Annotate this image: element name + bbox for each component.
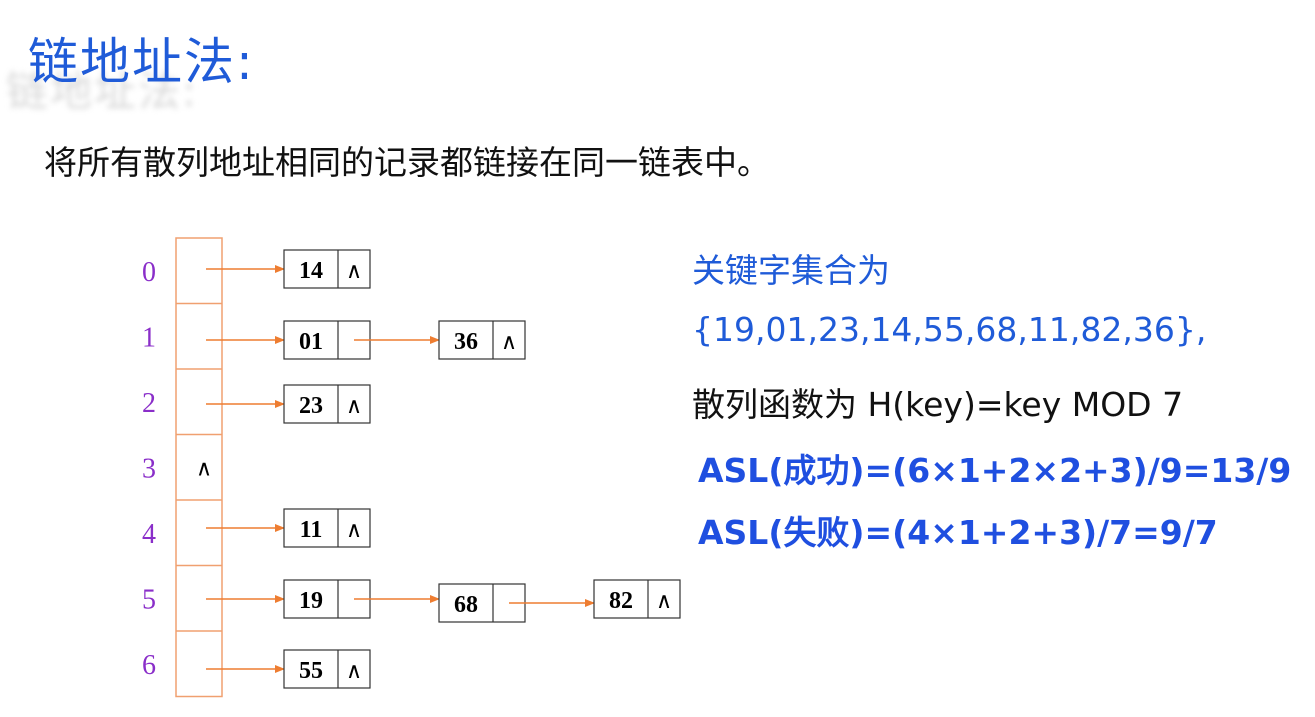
node-key: 14 [299, 258, 323, 284]
node-key: 55 [299, 658, 323, 684]
node-key: 82 [609, 588, 633, 614]
bucket-index: 6 [142, 650, 156, 681]
bucket-index: 0 [142, 257, 156, 288]
keys-label: 关键字集合为 [692, 251, 890, 290]
node-key: 11 [300, 517, 323, 543]
keys-set: {19,01,23,14,55,68,11,82,36}, [692, 310, 1207, 349]
null-pointer: ∧ [346, 659, 362, 684]
null-pointer: ∧ [656, 589, 672, 614]
page-title: 链地址法: [28, 33, 255, 91]
bucket-index: 1 [142, 322, 156, 353]
bucket-index: 2 [142, 388, 156, 419]
null-pointer: ∧ [346, 518, 362, 543]
list-node [438, 320, 526, 360]
asl-fail: ASL(失败)=(4×1+2+3)/7=9/7 [698, 513, 1218, 552]
node-key: 23 [299, 393, 323, 419]
list-node [283, 649, 371, 689]
bucket-index: 3 [142, 453, 156, 484]
null-pointer: ∧ [346, 259, 362, 284]
list-node [283, 384, 371, 424]
node-key: 19 [299, 588, 323, 614]
bucket-index: 5 [142, 584, 156, 615]
null-pointer: ∧ [346, 394, 362, 419]
null-pointer: ∧ [196, 456, 212, 481]
node-key: 36 [454, 329, 478, 355]
hash-function: 散列函数为 H(key)=key MOD 7 [692, 385, 1184, 424]
asl-success: ASL(成功)=(6×1+2×2+3)/9=13/9 [698, 451, 1292, 490]
node-key: 01 [299, 329, 323, 355]
title-reflection: 链地址法: [6, 67, 199, 116]
null-pointer: ∧ [501, 330, 517, 355]
list-node [283, 508, 371, 548]
list-node [283, 249, 371, 289]
node-key: 68 [454, 592, 478, 618]
hash-table-column [175, 237, 223, 698]
bucket-index: 4 [142, 519, 156, 550]
page-subtitle: 将所有散列地址相同的记录都链接在同一链表中。 [44, 143, 770, 182]
list-node [593, 579, 681, 619]
